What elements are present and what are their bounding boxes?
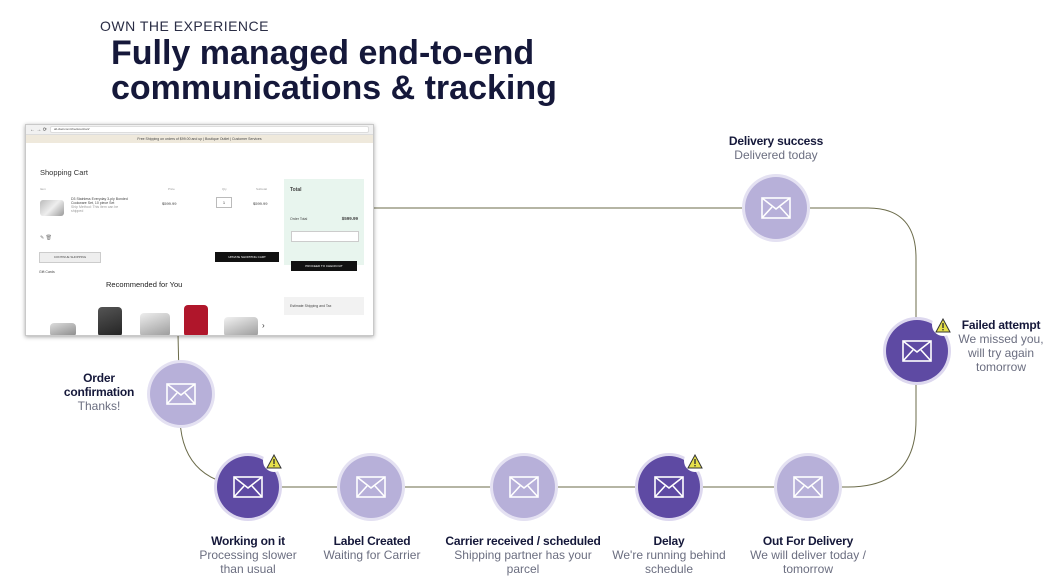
order-confirmation-node (150, 363, 212, 425)
proceed-checkout-button[interactable]: PROCEED TO CHECKOUT (291, 261, 357, 271)
estimate-shipping-toggle[interactable]: Estimate Shipping and Tax (284, 297, 364, 315)
warning-icon (263, 450, 285, 472)
product-thumb[interactable] (224, 317, 258, 335)
warning-icon (932, 314, 954, 336)
item-name: D3 Stainless Everyday 3-ply Bonded Cookw… (71, 197, 128, 213)
label-created-node (340, 456, 402, 518)
envelope-icon (509, 476, 539, 498)
order-total-value: $599.99 (341, 216, 358, 221)
envelope-icon (761, 197, 791, 219)
title-line-1: Fully managed end-to-end (111, 34, 535, 72)
eyebrow: OWN THE EXPERIENCE (100, 18, 269, 34)
page-title: Fully managed end-to-end communications … (111, 36, 711, 106)
envelope-icon (654, 476, 684, 498)
label-created-label: Label Created Waiting for Carrier (323, 534, 421, 562)
failed-attempt-label: Failed attempt We missed you, will try a… (958, 318, 1044, 374)
delay-label: Delay We're running behind schedule (612, 534, 726, 576)
product-thumb[interactable] (184, 305, 208, 335)
col-price: Price (168, 187, 175, 191)
browser-url: all-clad.com/checkout/cart/ (49, 126, 369, 133)
carrier-received-node (493, 456, 555, 518)
envelope-icon (166, 383, 196, 405)
cart-screenshot: ← → ⟳ all-clad.com/checkout/cart/ Free S… (25, 124, 374, 336)
gift-cards-link[interactable]: Gift Cards (39, 270, 55, 274)
edit-icon[interactable]: ✎ 🗑 (40, 235, 52, 241)
product-thumb[interactable] (98, 307, 122, 335)
carrier-received-label: Carrier received / scheduled Shipping pa… (445, 534, 601, 576)
carousel-next-icon[interactable]: › (262, 321, 265, 330)
title-line-2: communications & tracking (111, 69, 557, 107)
continue-shopping-button[interactable]: CONTINUE SHOPPING (39, 252, 101, 263)
envelope-icon (233, 476, 263, 498)
envelope-icon (902, 340, 932, 362)
failed-attempt-node (886, 314, 954, 382)
col-qty: Qty (222, 187, 227, 191)
browser-toolbar: ← → ⟳ all-clad.com/checkout/cart/ (26, 125, 373, 135)
qty-input[interactable]: 1 (216, 197, 232, 208)
delivery-success-label: Delivery success Delivered today (728, 134, 824, 162)
item-price: $599.99 (162, 201, 177, 206)
product-thumb[interactable] (50, 323, 76, 335)
cart-title: Shopping Cart (40, 168, 88, 177)
total-label: Total (290, 187, 302, 193)
total-panel: Total Order Total $599.99 PROCEED TO CHE… (284, 179, 364, 271)
col-subtotal: Subtotal (256, 187, 268, 191)
col-item: Item (40, 187, 46, 191)
delivery-success-node (745, 177, 807, 239)
promo-banner: Free Shipping on orders of $99.00 and up… (26, 135, 373, 143)
working-on-it-node (217, 450, 285, 518)
item-subtotal: $599.99 (253, 201, 268, 206)
recommended-products (44, 297, 274, 335)
envelope-icon (793, 476, 823, 498)
working-on-it-label: Working on it Processing slower than usu… (199, 534, 297, 576)
order-confirmation-label: Order confirmation Thanks! (63, 371, 135, 413)
update-cart-button[interactable]: UPDATE SHOPPING CART (215, 252, 279, 262)
delay-node (638, 450, 706, 518)
discount-input[interactable] (291, 231, 359, 242)
out-for-delivery-node (777, 456, 839, 518)
recommended-heading: Recommended for You (106, 280, 183, 289)
order-total-label: Order Total (290, 217, 308, 221)
item-image (40, 200, 64, 216)
warning-icon (684, 450, 706, 472)
out-for-delivery-label: Out For Delivery We will deliver today /… (750, 534, 866, 576)
product-thumb[interactable] (140, 313, 170, 335)
envelope-icon (356, 476, 386, 498)
